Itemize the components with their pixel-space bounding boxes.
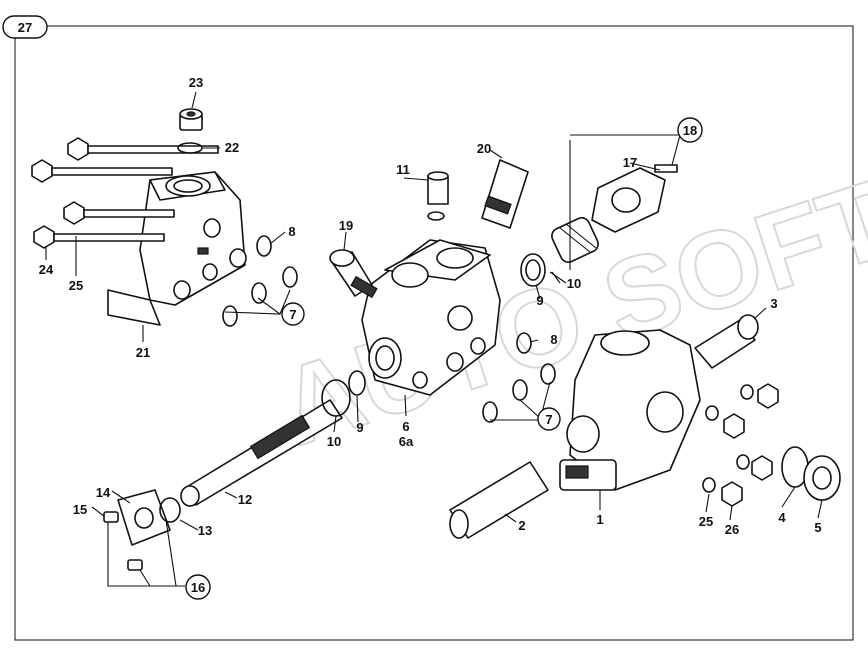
fitting-3	[694, 314, 759, 369]
label-25-left: 25	[69, 278, 83, 293]
label-15: 15	[73, 502, 87, 517]
cartridge-11	[427, 171, 449, 221]
label-10-bottom: 10	[327, 434, 341, 449]
label-9-top: 9	[536, 293, 543, 308]
figure-frame	[14, 25, 854, 641]
relief-valve-20	[481, 159, 529, 229]
o-rings-7-right	[482, 332, 556, 423]
cover-plate-14	[117, 489, 181, 546]
plug-5	[803, 455, 841, 501]
label-14: 14	[96, 485, 111, 500]
callout-circle-18	[677, 117, 703, 143]
nuts-washers-25-26	[702, 383, 779, 507]
label-6a: 6a	[399, 434, 414, 449]
cartridge-2	[449, 461, 549, 539]
label-23: 23	[189, 75, 203, 90]
label-17: 17	[623, 155, 637, 170]
label-11: 11	[396, 162, 410, 177]
label-10-top: 10	[567, 276, 581, 291]
seal-9-top	[520, 253, 546, 287]
cover-17	[591, 164, 678, 233]
part-labels: 1 2 3 4 5 6 6a 7 7 8 8 9 9 10 10 11 12 1…	[39, 75, 822, 595]
label-8-left: 8	[288, 224, 295, 239]
plug-23	[179, 108, 203, 131]
label-18: 18	[683, 123, 697, 138]
ring-9	[348, 370, 366, 396]
figure-number: 27	[18, 20, 32, 35]
label-20: 20	[477, 141, 491, 156]
screws-15	[103, 511, 143, 571]
o-ring-22	[177, 142, 203, 154]
valve-body-1	[559, 329, 701, 491]
spool-12	[180, 399, 343, 507]
label-16: 16	[191, 580, 205, 595]
label-24: 24	[39, 262, 54, 277]
label-5: 5	[814, 520, 821, 535]
label-3: 3	[770, 296, 777, 311]
figure-number-badge	[2, 15, 48, 39]
label-8-right: 8	[550, 332, 557, 347]
callout-circle-7-right	[537, 407, 561, 431]
bolts-24	[31, 137, 219, 249]
label-13: 13	[198, 523, 212, 538]
callout-circle-16	[185, 574, 211, 600]
label-21: 21	[136, 345, 150, 360]
end-housing-21	[107, 171, 247, 326]
label-1: 1	[596, 512, 603, 527]
spring-18	[551, 217, 599, 263]
label-6: 6	[402, 419, 409, 434]
label-26: 26	[725, 522, 739, 537]
label-4: 4	[778, 510, 786, 525]
label-2: 2	[518, 518, 525, 533]
label-7-right: 7	[545, 412, 552, 427]
label-7-left: 7	[289, 307, 296, 322]
label-19: 19	[339, 218, 353, 233]
label-9-bottom: 9	[356, 420, 363, 435]
o-rings-7-left	[222, 235, 298, 327]
label-12: 12	[238, 492, 252, 507]
valve-19	[329, 249, 378, 299]
label-22: 22	[225, 140, 239, 155]
valve-section-6	[361, 239, 501, 396]
callout-circle-7-left	[281, 302, 305, 326]
label-25-right: 25	[699, 514, 713, 529]
